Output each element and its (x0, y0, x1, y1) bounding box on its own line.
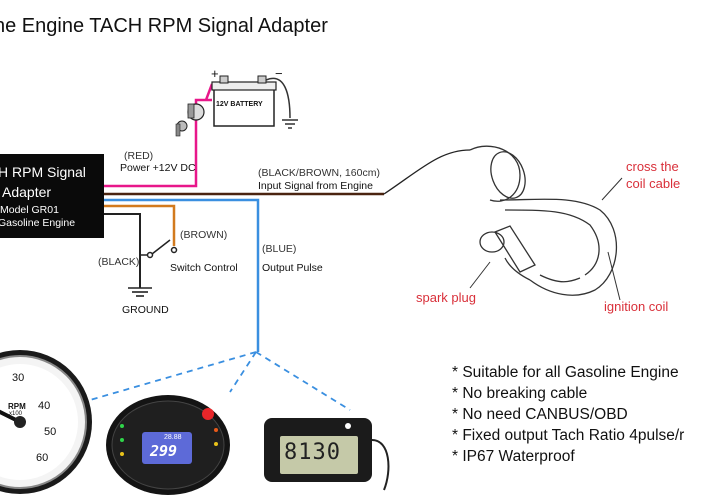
spark-callout-line (469, 261, 491, 289)
adapter-model: Model GR01 (0, 204, 59, 216)
ground-wire-color-label: (BLACK) (98, 256, 140, 268)
battery-minus-label: − (275, 66, 283, 81)
red-wire-color-label: (RED) (124, 150, 154, 162)
ground-icon (128, 287, 152, 297)
blue-output-wire (104, 198, 260, 352)
black-ground-wire (104, 213, 141, 288)
coil-cable-label: coil cable (626, 176, 681, 191)
lcd-rpm-readout: 8130 (284, 440, 341, 465)
input-wire-color-label: (BLACK/BROWN, 160cm) (258, 167, 380, 179)
feature-list: * Suitable for all Gasoline Engine * No … (452, 362, 684, 467)
rpm-adapter-box: H RPM Signal Adapter Model GR01 Gasoline… (0, 154, 104, 238)
battery-ground-wire (265, 77, 291, 119)
analog-tick-40: 40 (38, 400, 51, 412)
brown-switch-wire (104, 204, 176, 246)
output-pulse-label: Output Pulse (262, 262, 323, 274)
ground-label: GROUND (122, 304, 169, 316)
analog-tick-50: 50 (44, 426, 57, 438)
red-power-wire (104, 98, 212, 188)
coil-callout-line (607, 251, 621, 301)
page-title: ne Engine TACH RPM Signal Adapter (0, 15, 328, 37)
battery-top (211, 81, 277, 91)
feature-item: * No need CANBUS/OBD (452, 406, 628, 423)
adapter-name-line2: Adapter (2, 184, 52, 200)
feature-item: * Suitable for all Gasoline Engine (452, 364, 679, 381)
lcd-tach-meter (264, 418, 390, 491)
battery-label: 12V BATTERY (216, 101, 263, 108)
battery-body (213, 85, 275, 127)
ignition-coil-drawing (469, 145, 618, 296)
switch-control-label: Switch Control (170, 262, 238, 274)
switch-symbol (140, 239, 178, 259)
digital-rpm-readout: 299 (150, 442, 178, 460)
battery-plus-label: + (211, 66, 219, 81)
spark-plug-label: spark plug (416, 290, 476, 305)
output-wire-color-label: (BLUE) (262, 243, 297, 255)
feature-item: * Fixed output Tach Ratio 4pulse/r (452, 427, 685, 444)
red-wire-desc-label: Power +12V DC (120, 162, 196, 174)
analog-tick-30: 30 (12, 372, 25, 384)
ignition-coil-label: ignition coil (604, 299, 669, 314)
ignition-key-icon (175, 103, 205, 137)
battery-ground-icon (282, 119, 298, 129)
adapter-name-line1: H RPM Signal (0, 164, 86, 180)
digital-dashboard-meter (106, 395, 230, 495)
adapter-engine-type: Gasoline Engine (0, 217, 76, 229)
red-wire-to-plus (204, 83, 214, 101)
output-dashed-lines (89, 351, 351, 411)
cross-the-label: cross the (626, 159, 679, 174)
analog-multiplier-label: x100 (9, 411, 23, 417)
analog-tick-60: 60 (36, 452, 49, 464)
cross-callout-line (601, 177, 623, 201)
analog-tach-gauge (0, 350, 92, 494)
analog-unit-label: RPM (8, 402, 26, 411)
input-wire-desc-label: Input Signal from Engine (258, 180, 373, 192)
feature-item: * IP67 Waterproof (452, 448, 575, 465)
switch-wire-color-label: (BROWN) (180, 229, 228, 241)
digital-sub-readout: 28.88 (164, 434, 182, 441)
feature-item: * No breaking cable (452, 385, 588, 402)
input-wire-to-coil (383, 149, 471, 195)
